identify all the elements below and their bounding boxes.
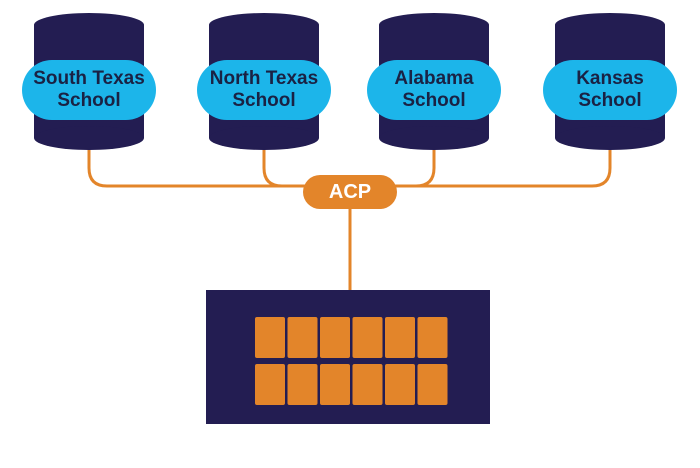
grid-block xyxy=(385,317,415,358)
grid-block xyxy=(320,317,350,358)
grid-block xyxy=(255,317,285,358)
connector-north-texas xyxy=(262,148,308,188)
database-label-bg xyxy=(22,60,156,120)
grid-block xyxy=(287,317,318,358)
database-south-texas xyxy=(22,13,156,150)
label-line1: North Texas xyxy=(209,68,319,89)
database-label-alabama: Alabama School xyxy=(367,68,501,112)
grid-block xyxy=(352,317,383,358)
grid-block xyxy=(417,317,448,358)
grid-block xyxy=(417,364,448,405)
database-label-kansas: Kansas School xyxy=(543,68,677,112)
label-line2: School xyxy=(578,90,642,111)
label-line2: School xyxy=(232,90,296,111)
database-label-bg xyxy=(197,60,331,120)
connector-alabama xyxy=(392,148,436,188)
acp-pill xyxy=(303,175,397,209)
label-line2: School xyxy=(57,90,121,111)
grid-block xyxy=(352,364,383,405)
connector-kansas xyxy=(392,148,612,188)
database-alabama xyxy=(367,13,501,150)
grid-block xyxy=(255,364,285,405)
database-label-south-texas: South Texas School xyxy=(22,68,156,112)
label-line1: South Texas xyxy=(33,68,145,89)
grid-block xyxy=(287,364,318,405)
label-line1: Alabama xyxy=(394,68,474,89)
connector-south-texas xyxy=(87,148,308,188)
grid-block xyxy=(385,364,415,405)
database-label-bg xyxy=(543,60,677,120)
connector-lines xyxy=(87,148,612,294)
acp-label: ACP xyxy=(328,181,372,203)
label-line2: School xyxy=(402,90,466,111)
database-label-north-texas: North Texas School xyxy=(197,68,331,112)
database-north-texas xyxy=(197,13,331,150)
grid-block xyxy=(320,364,350,405)
database-label-bg xyxy=(367,60,501,120)
database-kansas xyxy=(543,13,677,150)
label-line1: Kansas xyxy=(576,68,644,89)
target-grid xyxy=(255,317,448,405)
